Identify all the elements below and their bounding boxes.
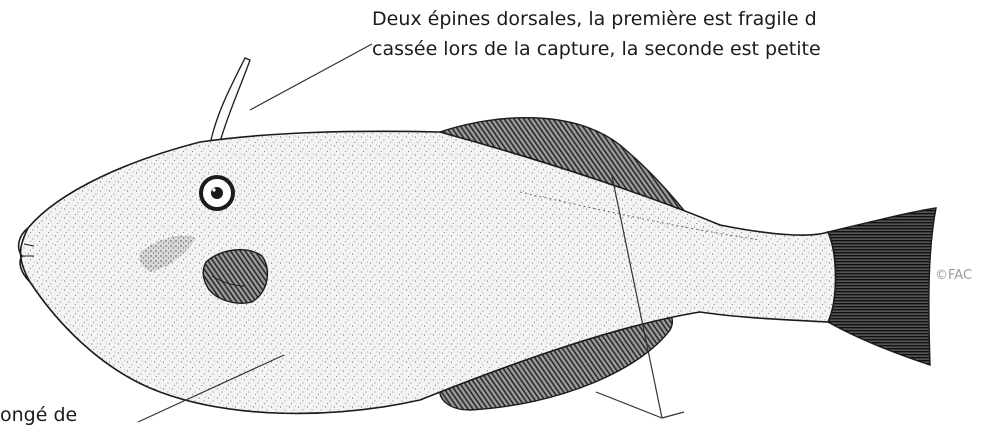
caption-line: Deux épines dorsales, la première est fr… [372, 4, 983, 34]
leader-line-fin-b [596, 392, 662, 418]
leader-line-spines [250, 44, 372, 110]
caption-line: cassée lors de la capture, la seconde es… [372, 34, 983, 64]
fish-body [20, 131, 835, 413]
dorsal-spine [211, 58, 250, 142]
copyright-text: ©FAC [935, 268, 983, 283]
tail-fin [828, 208, 936, 365]
leader-line-fin-c [662, 412, 684, 418]
caption-dorsal-spines: Deux épines dorsales, la première est fr… [372, 4, 983, 64]
